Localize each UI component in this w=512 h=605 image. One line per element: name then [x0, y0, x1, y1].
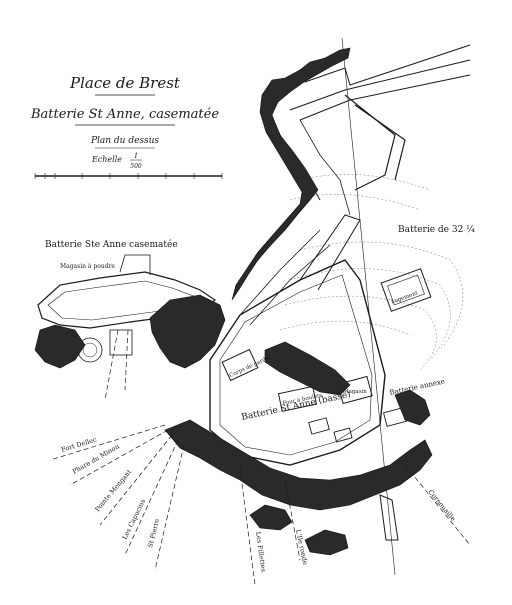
ray-ile-ronde	[284, 479, 301, 561]
rampart-walls	[261, 44, 471, 216]
ray-capucins	[124, 439, 179, 556]
rock-band-middle	[264, 341, 351, 396]
ray-pointe-mengant	[99, 434, 173, 526]
main-battery-area	[209, 214, 386, 466]
title-battery: Batterie St Anne, casematée	[30, 107, 219, 122]
rock-mass-center	[149, 294, 226, 369]
dir-label-capucins: Les Capucins	[121, 498, 147, 541]
direction-labels: Fort Dellec Phare du Minou Pointe Mengan…	[60, 435, 457, 572]
dir-label-pointe-mengant: Pointe Mengant	[93, 468, 133, 514]
scale-bar	[34, 173, 223, 179]
ray-cornouaille	[404, 464, 471, 546]
scale-numerator: 1	[134, 152, 138, 160]
label-casemate-battery: Batterie Ste Anne casematée	[45, 239, 178, 250]
label-guardhouse: Corps de garde	[229, 355, 270, 379]
label-battery-st-anne: Batterie St Anne (basse)	[240, 389, 351, 423]
rock-mass-lower	[164, 419, 433, 511]
coastline-left	[34, 324, 86, 369]
dir-label-ile-ronde: L'Ile ronde	[294, 529, 309, 566]
scale-label: Echelle	[91, 155, 122, 164]
label-battery-annexe: Batterie annexe	[389, 377, 446, 397]
dir-label-st-pierre: St Pierre	[146, 518, 161, 549]
title-block: Place de Brest Batterie St Anne, casemat…	[30, 74, 219, 170]
direction-rays	[49, 329, 471, 586]
pier	[379, 494, 399, 541]
dir-label-cornouaille: Cornouaille	[426, 488, 457, 523]
dir-label-fillettes: Les Fillettes	[254, 531, 268, 572]
ray-fillettes	[239, 467, 256, 586]
buildings	[221, 268, 432, 443]
scale-denominator: 500	[130, 163, 142, 170]
title-place: Place de Brest	[69, 74, 181, 92]
label-powder-magazine: Magasin à poudre	[60, 263, 115, 270]
ray-st-pierre	[154, 444, 185, 571]
terrain-contours	[279, 174, 464, 371]
coastline-upper	[231, 47, 351, 301]
islet-1	[249, 504, 293, 531]
islet-2	[304, 529, 349, 556]
ray-fort-dellec	[49, 424, 166, 461]
ray-phare	[69, 429, 169, 486]
label-magazine: Magasin	[343, 389, 367, 395]
title-plan: Plan du dessus	[90, 136, 159, 146]
rock-right	[394, 389, 431, 426]
label-battery-32: Batterie de 32 ¼	[398, 224, 475, 235]
